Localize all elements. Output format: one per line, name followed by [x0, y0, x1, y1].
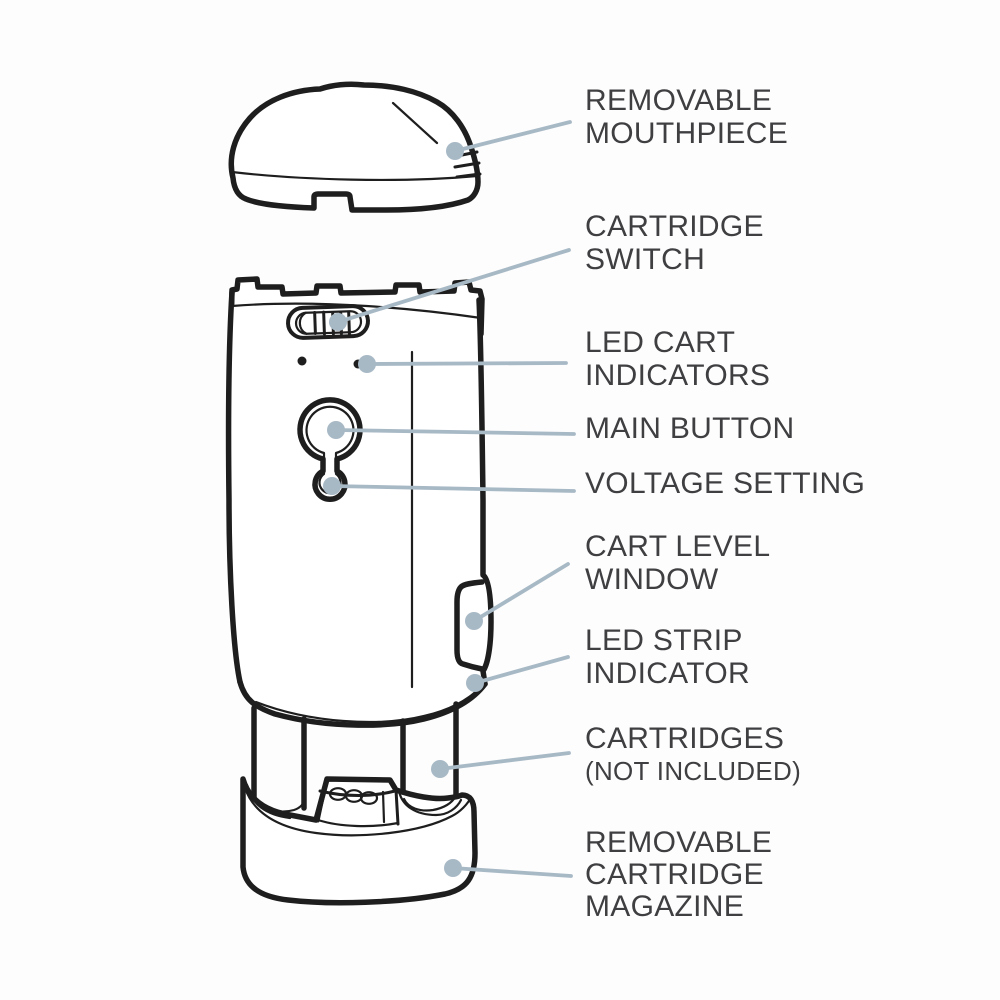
callout-line-main-button: [334, 428, 576, 436]
right-cartridge-bottom: [402, 795, 457, 812]
label-line: INDICATORS: [585, 359, 771, 392]
label-line: CARTRIDGE: [585, 210, 764, 243]
label-led-cart-indicators: LED CART INDICATORS: [585, 326, 770, 392]
body-right-edge: [476, 297, 494, 687]
label-line: MAIN BUTTON: [585, 412, 795, 445]
cartridge-switch-drawing: [286, 304, 370, 340]
label-line: CARTRIDGES: [585, 722, 785, 755]
label-cart-level-window: CART LEVEL WINDOW: [585, 530, 770, 596]
cartridges-drawing: [251, 701, 459, 811]
callout-dot-cart-level-window: [465, 612, 483, 630]
led-strip-drawing: [254, 685, 483, 724]
contact-block-drawing: [316, 777, 400, 828]
callout-line-cartridges: [438, 751, 571, 771]
label-line: INDICATOR: [585, 657, 750, 690]
main-button-drawing: [297, 397, 363, 502]
callout-line-led-strip-indicator: [473, 655, 570, 685]
callout-dot-removable-cartridge-magazine: [444, 859, 462, 877]
label-led-strip-indicator: LED STRIP INDICATOR: [585, 624, 750, 690]
label-removable-cartridge-magazine: REMOVABLE CARTRIDGE MAGAZINE: [585, 827, 772, 923]
label-line: WINDOW: [585, 563, 719, 596]
left-cartridge-bottom: [252, 796, 306, 813]
left-cup-arc: [245, 783, 292, 820]
label-voltage-setting: VOLTAGE SETTING: [585, 467, 865, 500]
label-line: REMOVABLE: [585, 84, 773, 117]
callout-line-voltage-setting: [330, 484, 576, 493]
label-main-button: MAIN BUTTON: [585, 412, 794, 445]
callout-line-removable-cartridge-magazine: [451, 866, 573, 878]
callout-dot-removable-mouthpiece: [446, 142, 464, 160]
callout-lines: [323, 120, 576, 878]
callout-dot-cartridges: [431, 760, 449, 778]
callout-dot-cartridge-switch: [329, 313, 347, 331]
callout-dot-led-strip-indicator: [466, 674, 484, 692]
right-cup-arc: [397, 789, 463, 817]
callout-dot-led-cart-indicators: [358, 355, 376, 373]
label-line: SWITCH: [585, 243, 706, 276]
callout-dot-main-button: [327, 421, 345, 439]
body-left-edge: [225, 289, 243, 685]
device-body-drawing: [225, 276, 494, 728]
label-cartridge-switch: CARTRIDGE SWITCH: [585, 210, 764, 276]
callout-line-cart-level-window: [472, 562, 570, 623]
cartridge-magazine-drawing: [240, 776, 478, 906]
callout-line-removable-mouthpiece: [453, 120, 572, 153]
label-line: LED STRIP: [585, 624, 743, 657]
label-note: (NOT INCLUDED): [585, 756, 802, 786]
label-line: REMOVABLE: [585, 826, 773, 859]
body-top-face-line: [230, 302, 483, 320]
led-cart-indicator-left: [297, 356, 307, 366]
mouthpiece-accent-line: [391, 101, 439, 145]
mouthpiece-seam-line: [230, 170, 479, 182]
label-line: CARTRIDGE: [585, 858, 764, 891]
magazine-front-lip: [243, 786, 473, 837]
label-line: MAGAZINE: [585, 890, 745, 923]
label-cartridges: CARTRIDGES (NOT INCLUDED): [585, 722, 801, 788]
label-line: LED CART: [585, 326, 736, 359]
callout-dot-voltage-setting: [323, 477, 341, 495]
mouthpiece-drawing: [228, 81, 482, 213]
label-line: VOLTAGE SETTING: [585, 467, 866, 500]
callout-line-cartridge-switch: [336, 248, 571, 324]
label-line: MOUTHPIECE: [585, 117, 789, 150]
label-line: CART LEVEL: [585, 530, 771, 563]
label-removable-mouthpiece: REMOVABLE MOUTHPIECE: [585, 84, 788, 150]
callout-line-led-cart-indicators: [365, 361, 568, 366]
